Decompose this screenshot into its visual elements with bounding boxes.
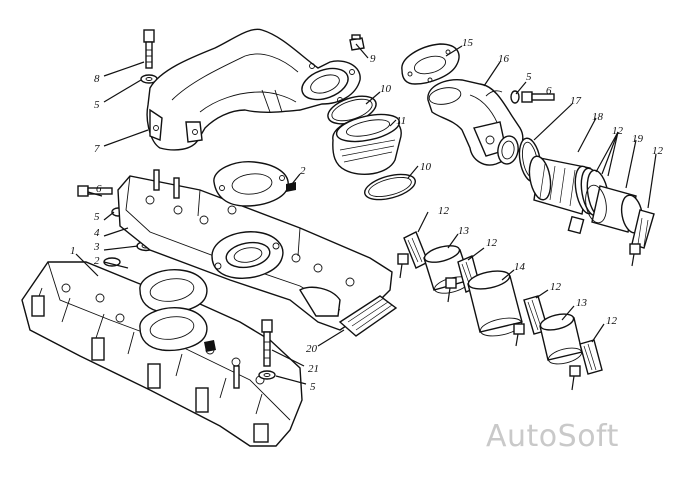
- leader-lines: [75, 43, 657, 385]
- callout-10: 10: [420, 161, 432, 173]
- callout-9: 9: [370, 53, 376, 65]
- gasket-2-upper: [213, 161, 296, 207]
- callout-16: 16: [498, 53, 510, 65]
- gasket-15: [401, 43, 460, 85]
- cylinder-head-1: [21, 261, 303, 447]
- gasket-20: [338, 295, 398, 337]
- callout-11: 11: [396, 115, 406, 127]
- callout-5: 5: [310, 381, 316, 393]
- callout-14: 14: [514, 261, 526, 273]
- elbow-16: [427, 79, 524, 166]
- plug-9: [349, 34, 365, 51]
- callout-12: 12: [486, 237, 498, 249]
- sleeve-14: [467, 270, 523, 337]
- bolt-6-right: [521, 91, 555, 103]
- hose-18: [528, 155, 610, 235]
- callout-20: 20: [306, 343, 318, 355]
- callout-5: 5: [526, 71, 532, 83]
- sleeve-13-row2: [539, 313, 583, 365]
- callout-19: 19: [632, 133, 644, 145]
- washer-5-bottom: [258, 370, 276, 380]
- callout-13: 13: [576, 297, 588, 309]
- callout-8: 8: [94, 73, 100, 85]
- bolt-6-left: [77, 185, 113, 197]
- callout-2: 2: [300, 165, 306, 177]
- callout-5: 5: [94, 211, 100, 223]
- clamp-12-row1-left: [397, 231, 429, 279]
- callout-4: 4: [94, 227, 100, 239]
- callout-1: 1: [70, 245, 76, 257]
- callout-21: 21: [308, 363, 319, 375]
- bent-pipe-7: [146, 28, 361, 151]
- callout-17: 17: [570, 95, 582, 107]
- callout-7: 7: [94, 143, 100, 155]
- callout-6: 6: [96, 183, 102, 195]
- callout-10: 10: [380, 83, 392, 95]
- callout-6: 6: [546, 85, 552, 97]
- sleeve-11: [332, 113, 402, 176]
- bolt-8: [143, 29, 155, 69]
- callout-12: 12: [612, 125, 624, 137]
- callout-5: 5: [94, 99, 100, 111]
- callout-2: 2: [94, 255, 100, 267]
- bolt-21: [261, 319, 273, 367]
- clamp-12-row2-right: [569, 339, 603, 391]
- callout-labels: 8 9 5 7 10 11 10 15 16 5 6 17 18 12 19 1…: [70, 37, 664, 393]
- callout-15: 15: [462, 37, 474, 49]
- clamp-12-right-top: [629, 209, 655, 267]
- callout-12: 12: [550, 281, 562, 293]
- callout-18: 18: [592, 111, 604, 123]
- watermark-text: AutoSoft: [486, 419, 619, 454]
- washer-5-right: [510, 90, 520, 104]
- callout-3: 3: [93, 241, 100, 253]
- callout-12: 12: [606, 315, 618, 327]
- callout-12: 12: [652, 145, 664, 157]
- callout-13: 13: [458, 225, 470, 237]
- o-ring-10-lower: [364, 173, 416, 201]
- callout-12: 12: [438, 205, 450, 217]
